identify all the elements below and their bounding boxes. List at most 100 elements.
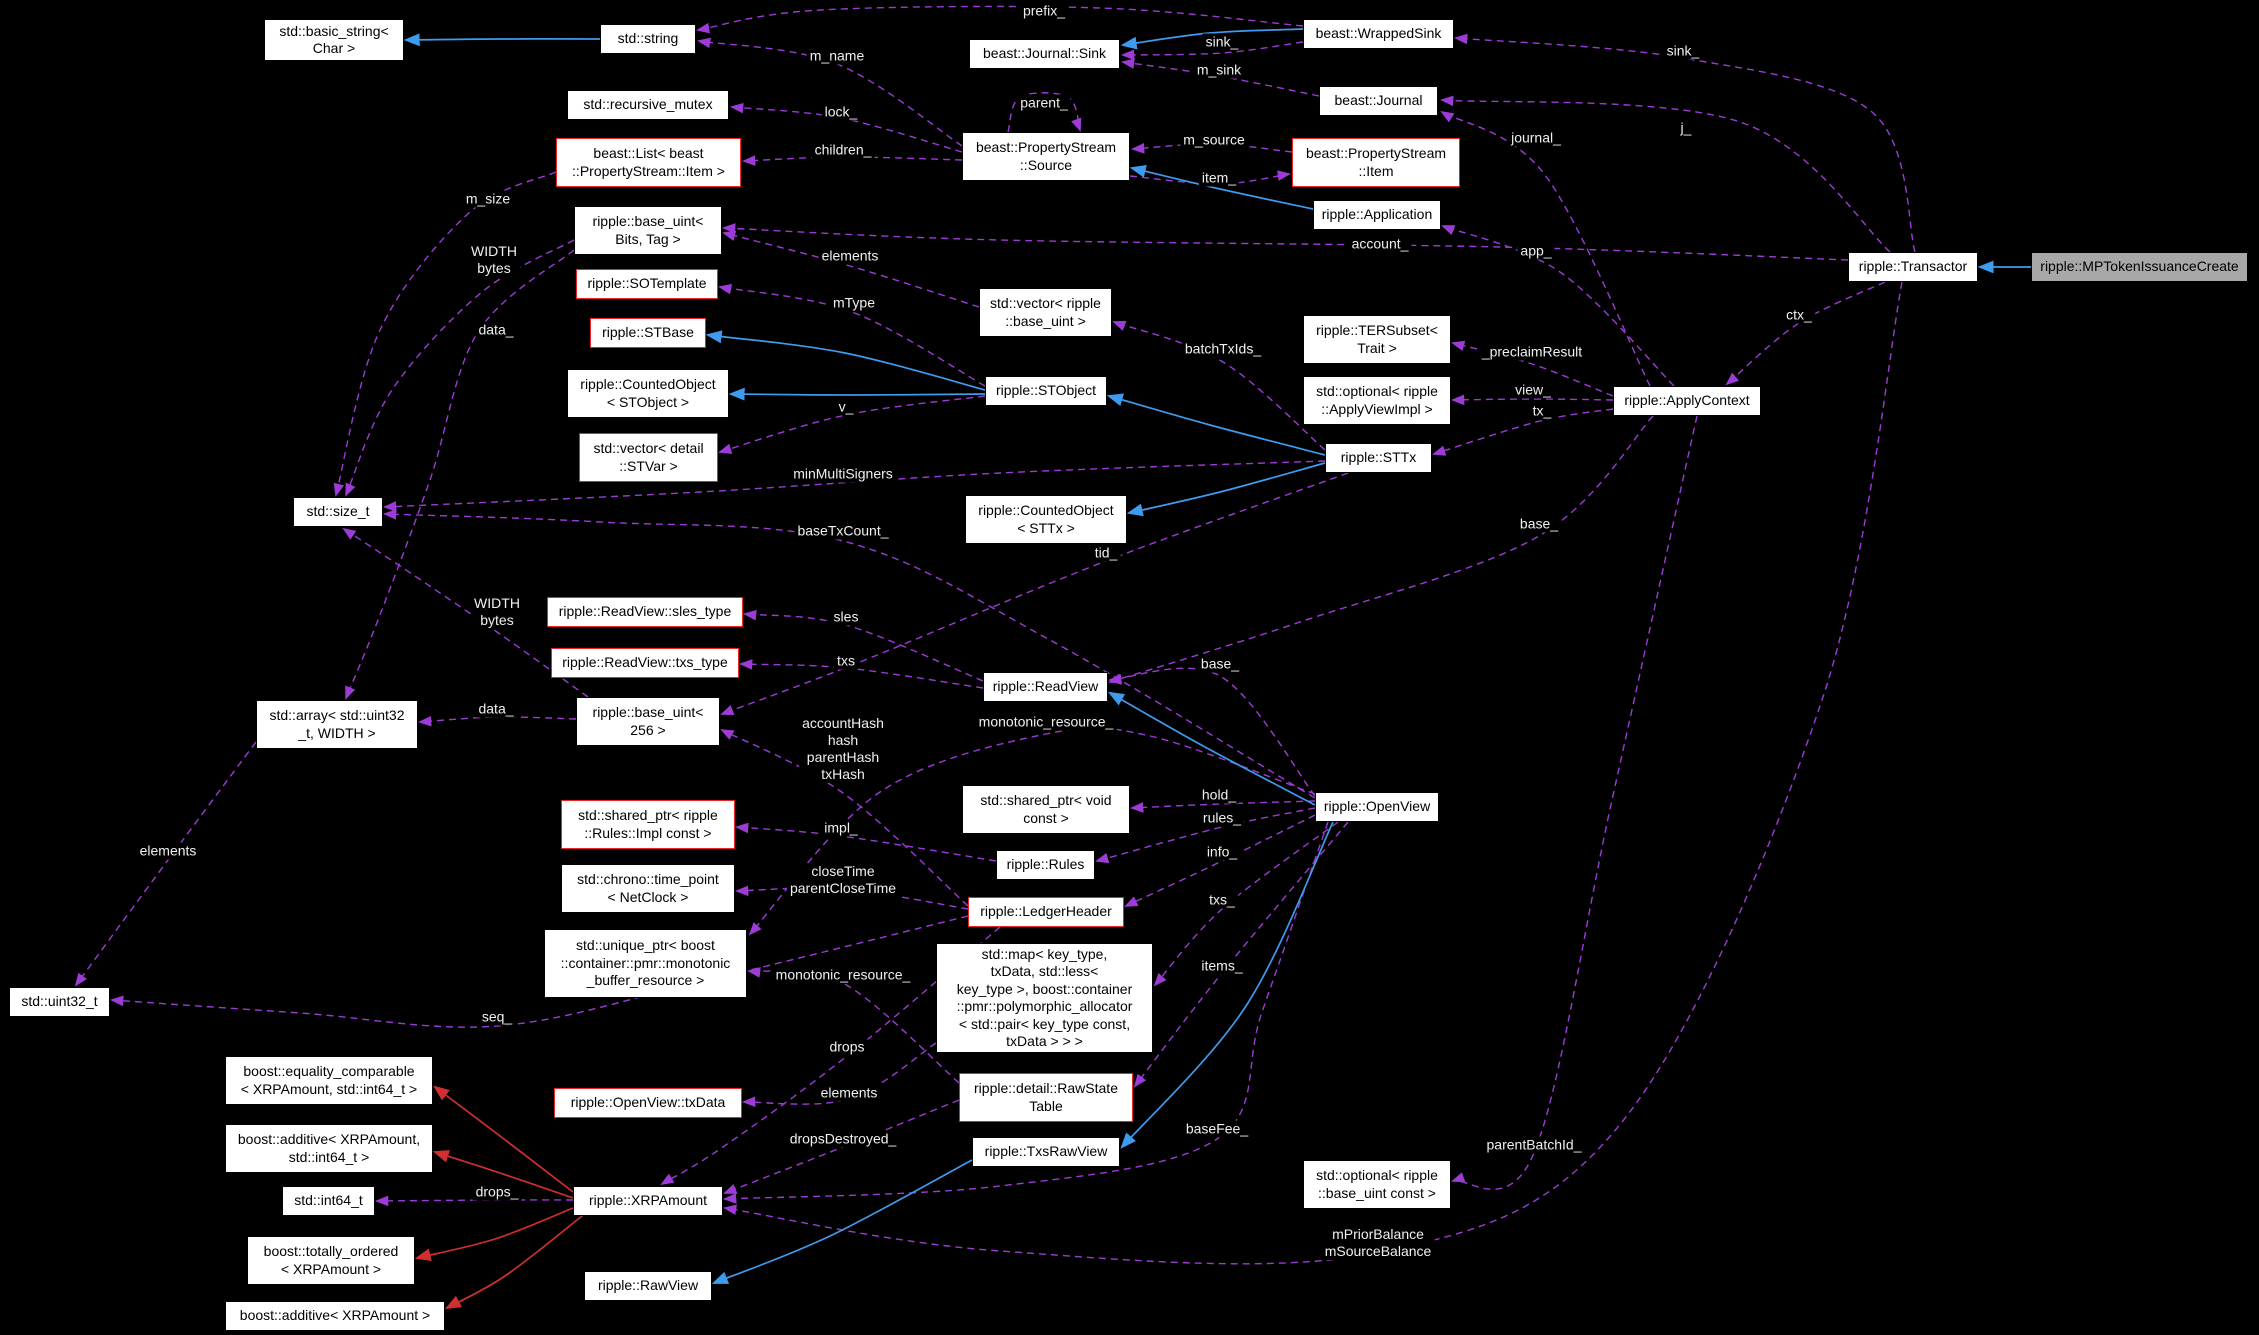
- class-node-rawstatetable[interactable]: ripple::detail::RawState Table: [959, 1073, 1133, 1122]
- class-node-base_uint_bits[interactable]: ripple::base_uint< Bits, Tag >: [574, 206, 722, 255]
- edge-stobject-sotemplate: [718, 283, 986, 387]
- edge-label-v-: v_: [835, 398, 857, 416]
- edge-transactor-applycontext: [1725, 281, 1886, 386]
- edge-applycontext-readview: [1108, 415, 1654, 684]
- edge-label-info-: info_: [1203, 843, 1241, 861]
- class-node-ps_item[interactable]: beast::PropertyStream ::Item: [1292, 138, 1460, 187]
- class-node-txsrawview[interactable]: ripple::TxsRawView: [972, 1137, 1120, 1167]
- class-node-basic_string[interactable]: std::basic_string< Char >: [264, 19, 404, 61]
- class-node-txdata[interactable]: ripple::OpenView::txData: [554, 1088, 742, 1118]
- class-node-stbase[interactable]: ripple::STBase: [590, 318, 706, 348]
- class-node-sttx[interactable]: ripple::STTx: [1325, 443, 1432, 473]
- class-node-uint32_t[interactable]: std::uint32_t: [9, 987, 110, 1017]
- class-node-readview[interactable]: ripple::ReadView: [983, 672, 1108, 702]
- edge-openview-readview: [1107, 691, 1316, 806]
- class-node-string[interactable]: std::string: [600, 24, 696, 54]
- edge-label-elements: elements: [818, 247, 882, 265]
- class-node-additive_xrp[interactable]: boost::additive< XRPAmount >: [225, 1301, 445, 1331]
- class-node-opt_base_uint[interactable]: std::optional< ripple ::base_uint const …: [1303, 1160, 1451, 1209]
- class-node-wrapped_sink[interactable]: beast::WrappedSink: [1303, 19, 1454, 49]
- edge-openview-unique_ptr_mono: [748, 727, 1316, 936]
- class-node-unique_ptr_mono[interactable]: std::unique_ptr< boost ::container::pmr:…: [544, 929, 747, 998]
- class-node-txs_type[interactable]: ripple::ReadView::txs_type: [551, 648, 739, 678]
- class-node-rules[interactable]: ripple::Rules: [996, 850, 1095, 880]
- edge-base_uint_256-array_uint32: [418, 715, 577, 727]
- edge-label-tx-: tx_: [1529, 402, 1555, 420]
- class-node-xrpamount[interactable]: ripple::XRPAmount: [573, 1186, 723, 1216]
- class-node-base_uint_256[interactable]: ripple::base_uint< 256 >: [576, 697, 720, 746]
- edge-label-mpriorbalance-msourcebalance: mPriorBalance mSourceBalance: [1321, 1226, 1435, 1260]
- class-node-totally_ordered[interactable]: boost::totally_ordered < XRPAmount >: [247, 1236, 415, 1285]
- edge-label-m-size: m_size: [462, 190, 514, 208]
- edge-label-view-: view_: [1512, 381, 1554, 399]
- edge-label-sink-: sink_: [1202, 33, 1242, 51]
- class-node-counted_stobject[interactable]: ripple::CountedObject < STObject >: [567, 369, 729, 418]
- edge-wrapped_sink-string: [696, 5, 1304, 34]
- class-node-journal_sink[interactable]: beast::Journal::Sink: [969, 39, 1120, 69]
- edge-openview-ledgerheader: [1124, 814, 1316, 907]
- class-node-stobject[interactable]: ripple::STObject: [985, 376, 1107, 406]
- edge-openview-shared_ptr_void: [1130, 800, 1316, 813]
- edge-ps_source-ps_source: [1007, 92, 1082, 133]
- edge-base_uint_bits-array_uint32: [345, 249, 575, 700]
- edge-xrpamount-additive_int64: [432, 1150, 574, 1199]
- class-node-sles_type[interactable]: ripple::ReadView::sles_type: [547, 597, 743, 627]
- edge-base_uint_256-size_t: [342, 527, 589, 698]
- class-node-openview[interactable]: ripple::OpenView: [1315, 792, 1439, 822]
- class-node-applycontext[interactable]: ripple::ApplyContext: [1613, 386, 1761, 416]
- edge-label-elements: elements: [817, 1084, 881, 1102]
- class-node-size_t[interactable]: std::size_t: [293, 497, 383, 527]
- edge-transactor-base_uint_bits: [722, 223, 1849, 261]
- class-node-vector_stvar[interactable]: std::vector< detail ::STVar >: [579, 433, 718, 482]
- edge-application-ps_source: [1129, 164, 1314, 210]
- edge-openview-size_t: [383, 509, 1316, 799]
- edge-label-accounthash-hash-parenthash-txhash: accountHash hash parentHash txHash: [799, 715, 887, 783]
- class-node-shared_ptr_void[interactable]: std::shared_ptr< void const >: [962, 785, 1130, 834]
- class-node-counted_sttx[interactable]: ripple::CountedObject < STTx >: [965, 495, 1127, 544]
- class-node-int64_t[interactable]: std::int64_t: [282, 1186, 375, 1216]
- class-node-array_uint32[interactable]: std::array< std::uint32 _t, WIDTH >: [256, 700, 418, 749]
- edge-label-txs: txs: [834, 652, 858, 670]
- class-node-recursive_mutex[interactable]: std::recursive_mutex: [567, 90, 729, 120]
- edge-label-sink-: sink_: [1663, 42, 1703, 60]
- edge-label-lock-: lock_: [821, 103, 861, 121]
- edge-xrpamount-totally_ordered: [414, 1207, 574, 1261]
- edge-label-monotonic-resource-: monotonic_resource_: [975, 713, 1117, 731]
- class-node-ledgerheader[interactable]: ripple::LedgerHeader: [968, 897, 1124, 927]
- class-node-vector_base_uint[interactable]: std::vector< ripple ::base_uint >: [979, 288, 1112, 337]
- class-node-eq_comparable[interactable]: boost::equality_comparable < XRPAmount, …: [225, 1056, 433, 1105]
- class-node-mptoken[interactable]: ripple::MPTokenIssuanceCreate: [2031, 252, 2248, 282]
- edge-applycontext-application: [1441, 225, 1675, 387]
- edge-label-sles: sles: [830, 608, 862, 626]
- class-node-time_point[interactable]: std::chrono::time_point < NetClock >: [561, 864, 735, 913]
- class-node-application[interactable]: ripple::Application: [1313, 200, 1441, 230]
- class-node-opt_applyviewimpl[interactable]: std::optional< ripple ::ApplyViewImpl >: [1303, 376, 1451, 425]
- edge-wrapped_sink-journal_sink: [1121, 41, 1304, 61]
- edge-applycontext-tersubset: [1451, 340, 1614, 397]
- class-node-ps_source[interactable]: beast::PropertyStream ::Source: [962, 132, 1130, 181]
- class-node-additive_int64[interactable]: boost::additive< XRPAmount, std::int64_t…: [225, 1124, 433, 1173]
- class-node-sotemplate[interactable]: ripple::SOTemplate: [576, 269, 718, 299]
- edge-readview-txs_type: [739, 659, 984, 689]
- class-node-transactor[interactable]: ripple::Transactor: [1848, 252, 1978, 282]
- edge-label-items-: items_: [1198, 957, 1246, 975]
- edge-label-width-bytes: WIDTH bytes: [471, 595, 523, 629]
- edge-ledgerheader-base_uint_256: [720, 729, 969, 907]
- class-node-rawview[interactable]: ripple::RawView: [584, 1271, 712, 1301]
- edge-label-batchtxids-: batchTxIds_: [1181, 340, 1265, 358]
- edge-openview-rules: [1095, 807, 1316, 864]
- edge-label-width-bytes: WIDTH bytes: [468, 243, 520, 277]
- edge-sttx-stobject: [1106, 393, 1326, 456]
- edge-label-minmultisigners: minMultiSigners: [790, 465, 896, 483]
- edge-xrpamount-eq_comparable: [433, 1085, 574, 1193]
- class-node-map_txdata[interactable]: std::map< key_type, txData, std::less< k…: [936, 943, 1153, 1053]
- edge-label-journal-: journal_: [1508, 129, 1564, 147]
- class-node-tersubset[interactable]: ripple::TERSubset< Trait >: [1303, 315, 1451, 364]
- class-node-shared_ptr_rules[interactable]: std::shared_ptr< ripple ::Rules::Impl co…: [561, 800, 735, 849]
- class-node-beast_list[interactable]: beast::List< beast ::PropertyStream::Ite…: [556, 138, 741, 187]
- class-node-journal[interactable]: beast::Journal: [1319, 86, 1438, 116]
- edge-sttx-counted_sttx: [1126, 462, 1326, 517]
- edge-label-m-sink: m_sink: [1193, 61, 1245, 79]
- edge-sttx-base_uint_256: [720, 472, 1349, 715]
- edge-applycontext-sttx: [1432, 408, 1614, 456]
